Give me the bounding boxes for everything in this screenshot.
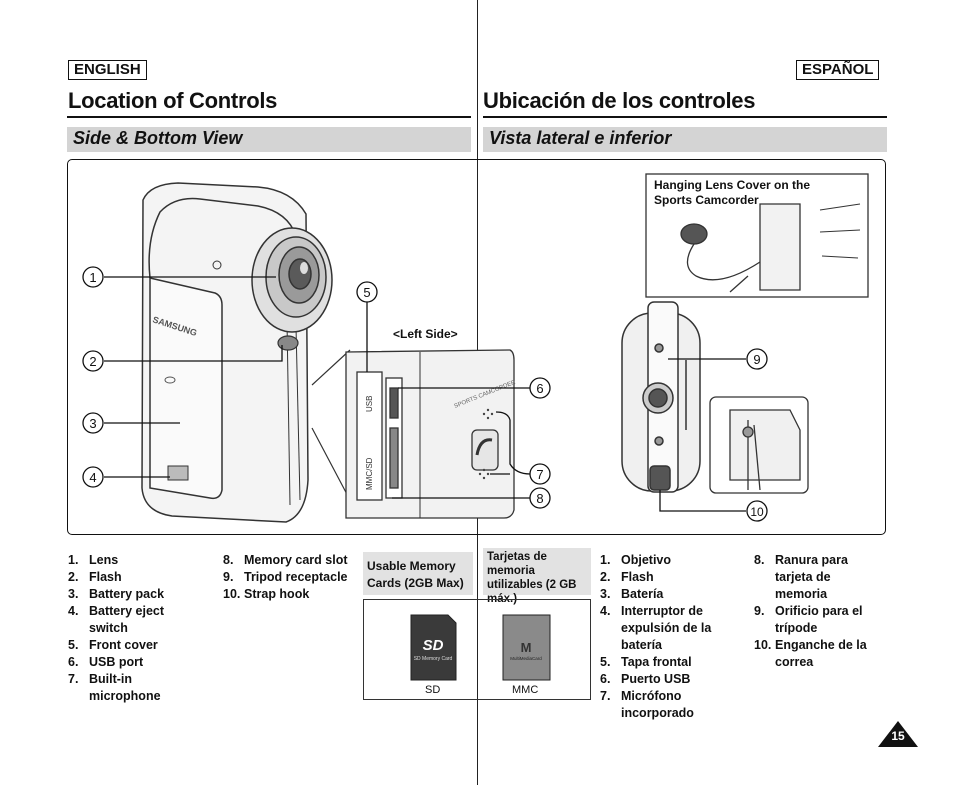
- page-number-badge: [878, 721, 918, 747]
- left-side-label: <Left Side>: [393, 327, 458, 341]
- list-item: 8.Ranura para tarjeta de memoria: [754, 553, 848, 601]
- list-item: 2.Flash: [68, 570, 122, 584]
- list-item: 9.Tripod receptacle: [223, 570, 348, 584]
- list-item: 3.Battery pack: [68, 587, 165, 601]
- callout-3: 3: [89, 416, 96, 431]
- list-item: 9.Orificio para el trípode: [754, 604, 863, 635]
- list-item: 4.Interruptor de expulsión de la batería: [600, 604, 712, 652]
- svg-text:SD Memory Card: SD Memory Card: [414, 656, 453, 662]
- figure-frame: [67, 159, 886, 535]
- english-list-a: 1.Lens 2.Flash 3.Battery pack 4.Battery …: [68, 552, 208, 705]
- callout-2: 2: [89, 354, 96, 369]
- sd-card: SD SD Memory Card: [410, 614, 457, 681]
- list-item: 8.Memory card slot: [223, 553, 348, 567]
- svg-text:M: M: [521, 640, 532, 655]
- list-item: 7.Built-in microphone: [68, 672, 161, 703]
- usable-memory-es: Tarjetas de memoria utilizables (2 GB má…: [483, 548, 591, 605]
- list-item: 5.Front cover: [68, 638, 158, 652]
- callout-9: 9: [753, 352, 760, 367]
- english-list-b: 8.Memory card slot 9.Tripod receptacle 1…: [223, 552, 363, 603]
- section-band-spanish: Vista lateral e inferior: [483, 127, 887, 152]
- section-title-english: Side & Bottom View: [73, 128, 243, 148]
- slot-usb-text: USB: [365, 396, 374, 412]
- callout-6: 6: [536, 381, 543, 396]
- lang-badge-spanish: ESPAÑOL: [796, 60, 880, 80]
- lens-cover-inset: [645, 173, 869, 298]
- svg-text:MultiMediaCard: MultiMediaCard: [510, 656, 542, 661]
- title-rule-left: [67, 116, 471, 118]
- inset-caption: Hanging Lens Cover on the Sports Camcord…: [654, 178, 811, 207]
- callout-circles: [82, 266, 768, 522]
- list-item: 4.Battery eject switch: [68, 604, 165, 635]
- leader-lines: [104, 276, 746, 512]
- callout-1: 1: [89, 270, 96, 285]
- sd-label: SD: [425, 684, 441, 696]
- list-item: 1.Objetivo: [600, 553, 672, 567]
- page-number: 15: [891, 729, 905, 743]
- page-title-english: Location of Controls: [68, 88, 278, 113]
- section-band-english: Side & Bottom View: [67, 127, 471, 152]
- callout-8: 8: [536, 491, 543, 506]
- page-title-spanish: Ubicación de los controles: [483, 88, 756, 113]
- lang-badge-english: ENGLISH: [68, 60, 147, 80]
- spanish-list-b: 8.Ranura para tarjeta de memoria 9.Orifi…: [754, 552, 884, 671]
- svg-text:SD: SD: [423, 637, 444, 654]
- bottom-view: [621, 301, 701, 493]
- list-item: 2.Flash: [600, 570, 654, 584]
- callout-4: 4: [89, 470, 96, 485]
- list-item: 3.Batería: [600, 587, 664, 601]
- lens: [251, 227, 333, 333]
- list-item: 5.Tapa frontal: [600, 655, 692, 669]
- strap-hook-inset: [709, 396, 809, 494]
- mmc-card: M MultiMediaCard: [502, 614, 551, 681]
- section-title-spanish: Vista lateral e inferior: [489, 128, 672, 148]
- usable-memory-en: Usable Memory Cards (2GB Max): [363, 552, 473, 595]
- mmc-label: MMC: [512, 684, 539, 696]
- memory-cards-art: SD SD Memory Card M MultiMediaCard: [410, 614, 551, 681]
- list-item: 10.Strap hook: [223, 587, 310, 601]
- list-item: 6.Puerto USB: [600, 672, 691, 686]
- list-item: 7.Micrófono incorporado: [600, 689, 694, 720]
- left-side-detail: [345, 349, 515, 519]
- spanish-list-a: 1.Objetivo 2.Flash 3.Batería 4.Interrupt…: [600, 552, 740, 722]
- flash-window: [277, 335, 299, 351]
- callout-10: 10: [750, 505, 764, 519]
- memory-cards-box: SD SD Memory Card M MultiMediaCard SD MM…: [363, 599, 591, 700]
- mic-dots: [478, 408, 494, 480]
- battery-eject-switch: [167, 465, 189, 481]
- list-item: 1.Lens: [68, 553, 119, 567]
- callout-5: 5: [363, 285, 370, 300]
- list-item: 10.Enganche de la correa: [754, 638, 867, 669]
- title-rule-right: [483, 116, 887, 118]
- callout-7: 7: [536, 467, 543, 482]
- list-item: 6.USB port: [68, 655, 144, 669]
- slot-sd-text: MMC/SD: [365, 457, 374, 490]
